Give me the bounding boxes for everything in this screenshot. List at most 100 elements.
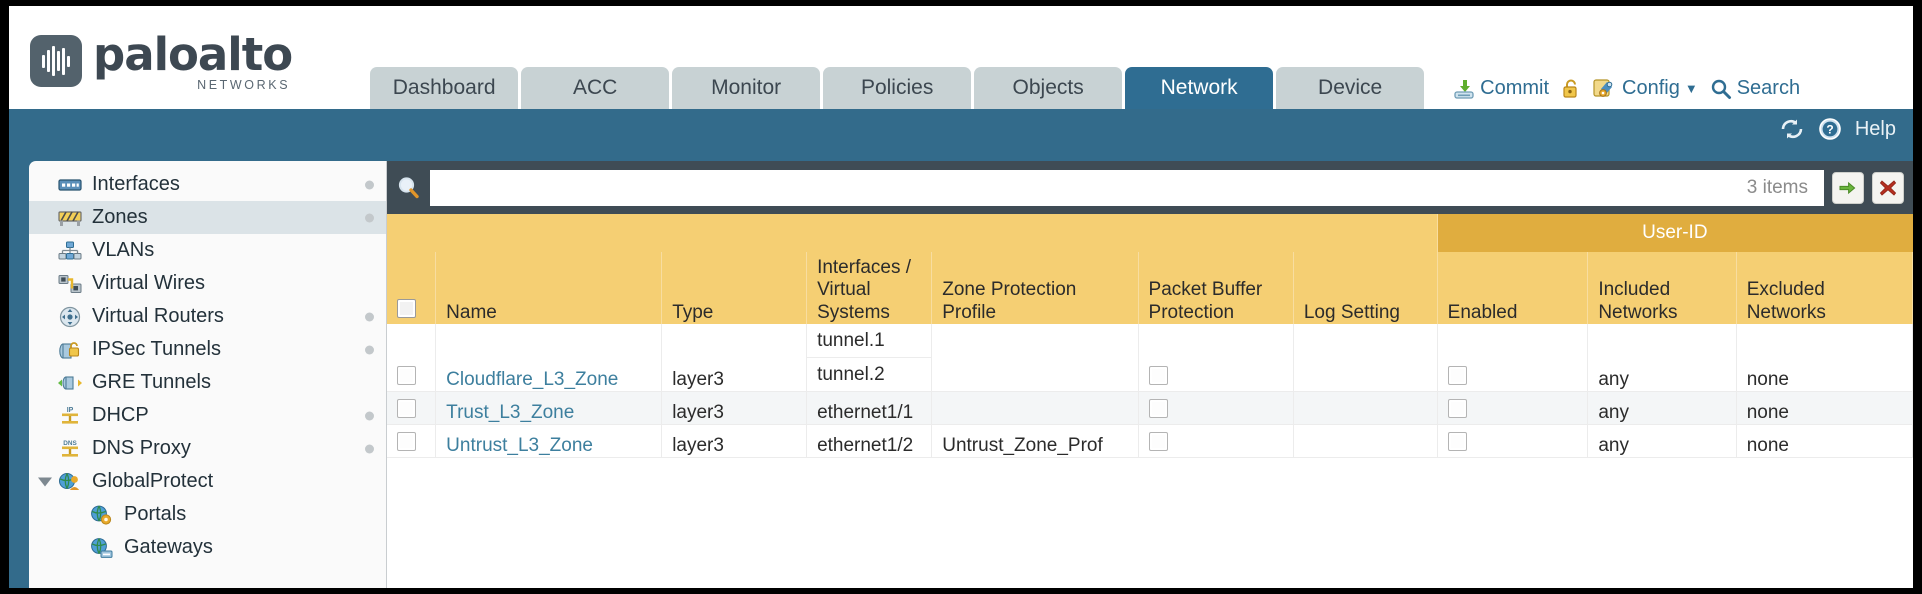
select-all-header (387, 252, 437, 324)
col-header-name[interactable]: Name (435, 252, 663, 324)
config-menu[interactable]: Config ▼ (1593, 77, 1698, 100)
col-header-userid-enabled[interactable]: Enabled (1437, 252, 1589, 324)
filter-toolbar: 3 items (387, 161, 1913, 214)
dns-proxy-icon: DNS (57, 439, 83, 459)
packet-buffer-protection-checkbox[interactable] (1148, 399, 1168, 418)
tab-monitor[interactable]: Monitor (672, 67, 821, 109)
cell-interfaces: ethernet1/1 (806, 391, 933, 425)
col-header-included-networks[interactable]: Included Networks (1587, 252, 1737, 324)
sidebar-item-virtual-wires[interactable]: Virtual Wires (29, 267, 386, 300)
interface-entry: tunnel.1 (817, 330, 885, 351)
row-checkbox[interactable] (397, 366, 416, 385)
cell-log-setting (1293, 424, 1438, 458)
row-checkbox[interactable] (397, 399, 416, 418)
sidebar-label: VLANs (92, 239, 155, 261)
col-header-zone-protection-profile[interactable]: Zone Protection Profile (931, 252, 1139, 324)
zone-name-link[interactable]: Cloudflare_L3_Zone (446, 369, 619, 390)
magnifier-icon[interactable] (396, 175, 422, 201)
table-row[interactable]: Cloudflare_L3_Zone layer3 tunnel.1 (387, 324, 1913, 392)
clear-filter-button[interactable] (1872, 171, 1904, 204)
tab-policies[interactable]: Policies (823, 67, 972, 109)
search-label: Search (1736, 77, 1801, 99)
sidebar-item-interfaces[interactable]: Interfaces (29, 168, 386, 201)
refresh-icon[interactable] (1779, 117, 1805, 141)
tab-network[interactable]: Network (1125, 67, 1274, 109)
cell-interfaces: ethernet1/2 (806, 424, 933, 458)
sidebar-label: DNS Proxy (92, 437, 191, 459)
zone-name-link[interactable]: Trust_L3_Zone (446, 402, 575, 423)
sidebar-item-globalprotect[interactable]: GlobalProtect (29, 465, 386, 498)
svg-text:?: ? (1826, 123, 1833, 137)
sidebar-item-vlans[interactable]: VLANs (29, 234, 386, 267)
sidebar-item-dns-proxy[interactable]: DNS DNS Proxy (29, 432, 386, 465)
tab-acc[interactable]: ACC (521, 67, 670, 109)
cell-type: layer3 (661, 324, 808, 392)
sidebar-item-portals[interactable]: Portals (29, 498, 386, 531)
top-action-bar: Commit (1453, 77, 1800, 100)
cell-zone-protection-profile (931, 324, 1139, 392)
tab-dashboard[interactable]: Dashboard (370, 67, 519, 109)
help-label[interactable]: Help (1854, 117, 1896, 140)
zone-name-link[interactable]: Untrust_L3_Zone (446, 435, 593, 456)
cell-excluded-networks: none (1736, 391, 1913, 425)
expand-collapse-triangle-icon[interactable] (38, 477, 52, 486)
sidebar-label: GlobalProtect (92, 470, 214, 492)
zones-content-panel: 3 items (387, 161, 1913, 588)
ipsec-tunnels-icon (57, 340, 83, 360)
status-dot (365, 312, 374, 321)
search-button[interactable]: Search (1710, 77, 1800, 100)
chevron-down-icon: ▼ (1684, 81, 1698, 96)
packet-buffer-protection-checkbox[interactable] (1148, 366, 1168, 385)
sidebar-label: Zones (92, 206, 148, 228)
sidebar-label: GRE Tunnels (92, 371, 211, 393)
help-group: ? Help (1779, 117, 1896, 141)
sidebar-item-zones[interactable]: Zones (29, 201, 386, 234)
sidebar-item-dhcp[interactable]: IP DHCP (29, 399, 386, 432)
sidebar-label: IPSec Tunnels (92, 338, 221, 360)
search-input[interactable]: 3 items (430, 169, 1824, 206)
brand-logo: paloalto NETWORKS (30, 32, 293, 92)
tab-device[interactable]: Device (1276, 67, 1425, 109)
help-question-icon[interactable]: ? (1818, 117, 1842, 141)
cell-zone-protection-profile: Untrust_Zone_Prof (931, 424, 1139, 458)
col-header-type[interactable]: Type (661, 252, 808, 324)
userid-enabled-checkbox[interactable] (1447, 366, 1467, 385)
row-checkbox[interactable] (397, 432, 416, 451)
red-x-clear-icon (1878, 178, 1898, 198)
userid-enabled-checkbox[interactable] (1447, 399, 1467, 418)
col-header-interfaces-virtual-systems[interactable]: Interfaces / Virtual Systems (806, 252, 933, 324)
cell-log-setting (1293, 391, 1438, 425)
gre-tunnels-icon (57, 373, 83, 393)
status-dot (365, 345, 374, 354)
apply-filter-button[interactable] (1832, 171, 1864, 204)
col-header-excluded-networks[interactable]: Excluded Networks (1736, 252, 1913, 324)
cell-interfaces-second: tunnel.2 (806, 357, 933, 392)
status-dot (365, 213, 374, 222)
select-all-checkbox[interactable] (397, 298, 416, 318)
cell-zone-protection-profile (931, 391, 1139, 425)
sidebar-item-gateways[interactable]: Gateways (29, 531, 386, 564)
sidebar-label: DHCP (92, 404, 149, 426)
sidebar-label: Interfaces (92, 173, 180, 195)
table-row[interactable]: Untrust_L3_Zone layer3 ethernet1/2 Untru… (387, 424, 1913, 458)
col-header-packet-buffer-protection[interactable]: Packet Buffer Protection (1138, 252, 1294, 324)
padlock-icon[interactable] (1561, 78, 1581, 100)
green-arrow-apply-icon (1838, 178, 1858, 198)
packet-buffer-protection-checkbox[interactable] (1148, 432, 1168, 451)
zones-table: User-ID Name Type Interfaces / Virtual S… (387, 214, 1913, 458)
magnifier-icon (1710, 78, 1732, 100)
globalprotect-icon (57, 472, 83, 492)
sidebar-item-ipsec-tunnels[interactable]: IPSec Tunnels (29, 333, 386, 366)
commit-button[interactable]: Commit (1453, 77, 1549, 100)
item-count-label: 3 items (1746, 176, 1808, 198)
userid-enabled-checkbox[interactable] (1447, 432, 1467, 451)
table-row[interactable]: Trust_L3_Zone layer3 ethernet1/1 (387, 391, 1913, 425)
tab-objects[interactable]: Objects (974, 67, 1123, 109)
status-dot (365, 411, 374, 420)
config-wrench-icon (1593, 78, 1617, 100)
commit-save-icon (1453, 78, 1475, 100)
sidebar-item-virtual-routers[interactable]: Virtual Routers (29, 300, 386, 333)
cell-name: Trust_L3_Zone (435, 391, 663, 425)
col-header-log-setting[interactable]: Log Setting (1293, 252, 1438, 324)
sidebar-item-gre-tunnels[interactable]: GRE Tunnels (29, 366, 386, 399)
